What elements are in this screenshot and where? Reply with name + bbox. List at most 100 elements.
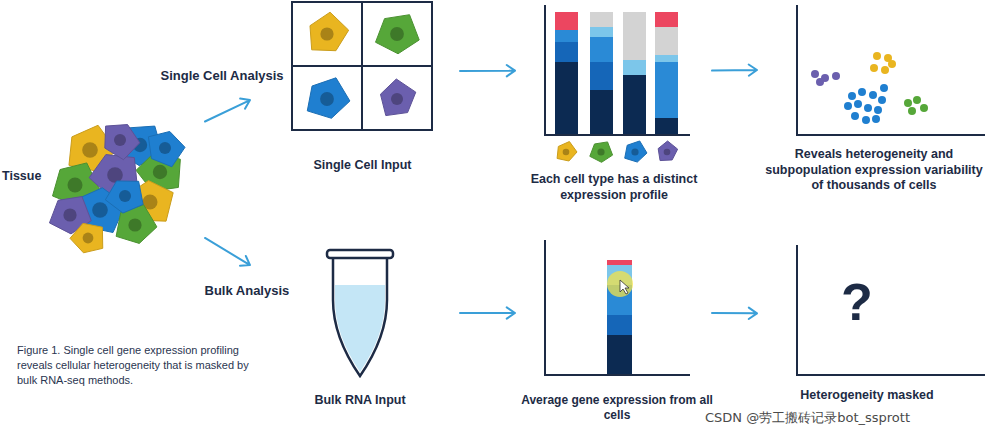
cell-dot bbox=[872, 115, 880, 123]
flow-arrow bbox=[460, 307, 515, 318]
cell-nucleus bbox=[631, 148, 638, 155]
cell-dot bbox=[869, 91, 877, 99]
figure-caption: Figure 1. Single cell gene expression pr… bbox=[17, 343, 262, 388]
analysis-label: Single Cell Analysis bbox=[158, 68, 287, 83]
bar-segment bbox=[590, 90, 613, 134]
cell-nucleus bbox=[159, 142, 171, 154]
cell-dot bbox=[848, 92, 856, 100]
cell-body bbox=[148, 131, 185, 166]
bar-segment bbox=[655, 55, 678, 62]
cursor bbox=[620, 280, 629, 294]
cell-icons bbox=[307, 12, 419, 118]
panel-caption: Tissue bbox=[2, 169, 52, 185]
bar-segment bbox=[623, 12, 646, 60]
cursor-highlight bbox=[607, 271, 633, 297]
panel-caption: Heterogeneity masked bbox=[792, 388, 942, 404]
cell-nucleus bbox=[119, 190, 131, 202]
tissue-cell bbox=[70, 223, 103, 252]
cell-dot bbox=[908, 107, 916, 115]
cell-dot bbox=[920, 104, 928, 112]
flow-arrow bbox=[712, 308, 757, 319]
cell-dot bbox=[858, 88, 866, 96]
bar-segment bbox=[655, 118, 678, 134]
panel-caption: Single Cell Input bbox=[290, 158, 435, 174]
cell-nucleus bbox=[153, 165, 167, 179]
cell-dot bbox=[880, 84, 888, 92]
single-cell-input-panel: Single Cell Input bbox=[250, 0, 460, 182]
tube-illustration bbox=[327, 250, 393, 376]
cluster-dots bbox=[811, 52, 928, 124]
bar-segment bbox=[590, 12, 613, 27]
cell-dot bbox=[811, 70, 819, 78]
cell-body bbox=[105, 125, 140, 160]
cell-dot bbox=[816, 78, 824, 86]
bar-segment bbox=[590, 62, 613, 90]
flow-arrow bbox=[460, 65, 515, 76]
bulk-bar bbox=[607, 260, 632, 374]
cell-type-icon bbox=[658, 141, 677, 161]
bar-segment bbox=[555, 30, 578, 42]
cell-dot bbox=[888, 60, 896, 68]
bar-segment bbox=[655, 62, 678, 118]
cell-body bbox=[590, 142, 613, 162]
cell-type-icon bbox=[590, 142, 613, 162]
cell-nucleus bbox=[128, 218, 141, 231]
flow-arrow bbox=[712, 64, 757, 75]
cell-dot bbox=[878, 96, 886, 104]
bar-segment bbox=[623, 60, 646, 75]
input-cell bbox=[307, 78, 350, 118]
cell-nucleus bbox=[107, 167, 123, 183]
bar-segment bbox=[590, 37, 613, 62]
cell-type-icons bbox=[557, 141, 678, 162]
panel-caption: Each cell type has a distinct expression… bbox=[518, 172, 710, 203]
cell-dot bbox=[874, 106, 882, 114]
panel-caption: Reveals heterogeneity and subpopulation … bbox=[761, 147, 987, 194]
cell-body bbox=[70, 223, 103, 252]
bar-segment bbox=[590, 27, 613, 37]
bar-segment bbox=[655, 12, 678, 27]
bar-segment bbox=[555, 42, 578, 62]
cell-nucleus bbox=[114, 134, 126, 146]
cell-body bbox=[307, 78, 350, 118]
cell-body bbox=[376, 15, 420, 54]
bar-segment bbox=[623, 75, 646, 134]
cell-dot bbox=[862, 116, 870, 124]
bar-segment bbox=[607, 260, 632, 265]
cell-body bbox=[105, 181, 143, 213]
watermark: CSDN @劳工搬砖记录bot_ssprott bbox=[705, 409, 910, 427]
bar-segment bbox=[555, 62, 578, 134]
cell-nucleus bbox=[83, 233, 94, 244]
cell-body bbox=[557, 142, 577, 161]
single-cell-grid bbox=[292, 2, 432, 130]
bar-segment bbox=[655, 27, 678, 55]
expression-bars bbox=[555, 12, 678, 134]
flow-arrow bbox=[205, 99, 250, 122]
cell-nucleus bbox=[82, 142, 98, 158]
expression-profile-panel: Each cell type has a distinct expression… bbox=[515, 0, 712, 214]
tissue-cell bbox=[105, 125, 140, 160]
cell-nucleus bbox=[664, 149, 671, 156]
panel-caption: Average gene expression from all cells bbox=[519, 393, 715, 423]
cell-dot bbox=[873, 52, 881, 60]
panel-caption: Bulk RNA Input bbox=[295, 393, 425, 409]
bar-segment bbox=[555, 12, 578, 30]
average-expression-panel: Average gene expression from all cells bbox=[515, 238, 712, 427]
cell-dot bbox=[854, 100, 862, 108]
cell-dot bbox=[881, 66, 889, 74]
masked-panel: ?Heterogeneity masked bbox=[757, 240, 990, 406]
cell-dot bbox=[870, 64, 878, 72]
flow-arrow bbox=[205, 238, 250, 266]
cell-dot bbox=[913, 96, 921, 104]
cell-nucleus bbox=[63, 208, 76, 221]
bulk-rna-input-panel: Bulk RNA Input bbox=[250, 245, 460, 415]
cell-dot bbox=[832, 72, 840, 80]
analysis-label: Bulk Analysis bbox=[202, 283, 293, 298]
cell-body bbox=[380, 79, 415, 116]
input-cell bbox=[310, 12, 349, 50]
cell-dot bbox=[904, 99, 912, 107]
input-cell bbox=[380, 79, 415, 116]
cell-nucleus bbox=[597, 148, 604, 155]
cell-dot bbox=[844, 102, 852, 110]
